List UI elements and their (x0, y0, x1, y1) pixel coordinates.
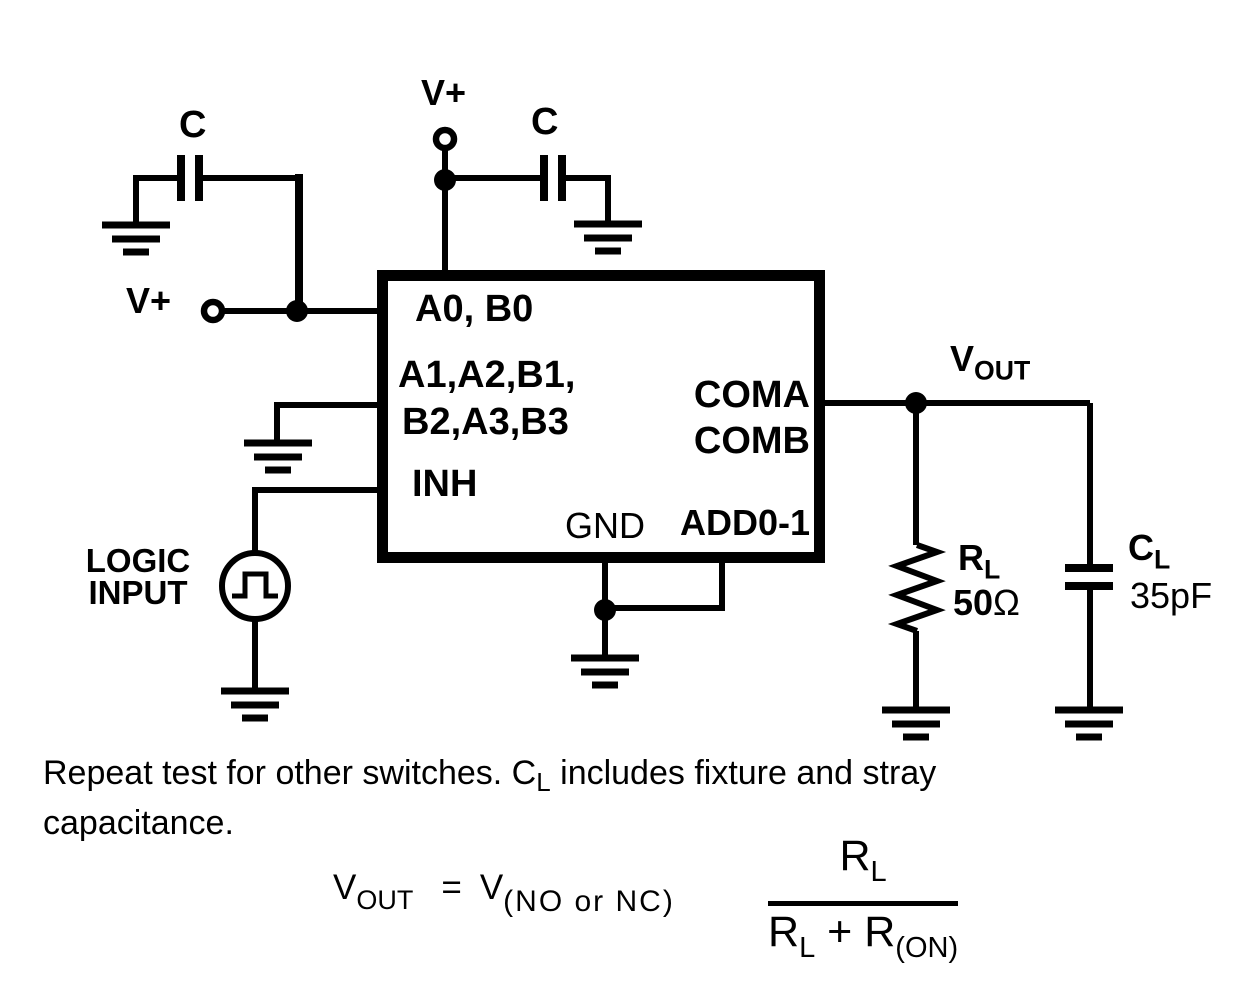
capacitor-symbol (544, 155, 562, 201)
cl-label: CL (1128, 530, 1170, 573)
ground-symbol (244, 443, 312, 470)
ground-symbol (574, 224, 642, 251)
ic-pin-a0b0: A0, B0 (415, 288, 534, 330)
formula-fraction: RL RL + R(ON) (768, 832, 959, 971)
cap-top-label: C (531, 101, 559, 143)
ohm-symbol: Ω (993, 582, 1020, 623)
ic-pin-coma: COMA (693, 374, 810, 416)
rl-name: R (958, 537, 984, 578)
cap-left-label: C (179, 104, 207, 146)
logic-input-line1: LOGIC (85, 542, 191, 579)
vout-sub: OUT (974, 355, 1031, 386)
rl-label: RL (958, 540, 1000, 583)
num-r: R (839, 832, 871, 880)
note-line1-sub: L (536, 767, 551, 797)
ic-pin-com: COMA COMB (688, 372, 810, 464)
ground-symbol (1055, 710, 1123, 737)
note-line2: capacitance. (43, 804, 234, 842)
ic-body (377, 270, 825, 563)
cl-name: C (1128, 527, 1154, 568)
ic-pin-inh: INH (412, 463, 478, 505)
ground-symbol (571, 658, 639, 685)
cl-sub: L (1154, 544, 1171, 575)
logic-input-line2: INPUT (88, 574, 188, 611)
note-line1-post: includes fixture and stray (550, 754, 937, 792)
pulse-source-icon (219, 550, 291, 622)
den-sub1: L (799, 932, 816, 964)
den-plus: + (827, 908, 853, 956)
logic-input-label: LOGIC INPUT (70, 542, 206, 611)
wires (133, 148, 1093, 708)
formula-lhs-v: V (333, 868, 357, 907)
den-r2: R (864, 908, 896, 956)
formula-main: VOUT=V(NO or NC) (333, 870, 675, 917)
rl-sub: L (984, 554, 1001, 585)
ground-symbol (221, 691, 289, 718)
vout-label: VOUT (950, 341, 1030, 384)
vout-v: V (950, 338, 975, 379)
formula-rhs-sub: (NO or NC) (503, 885, 675, 918)
formula-equals: = (441, 868, 462, 907)
vplus-left-label: V+ (126, 280, 172, 321)
terminal-circle (200, 126, 458, 324)
formula-lhs-sub: OUT (356, 885, 414, 915)
cl-value: 35pF (1130, 575, 1213, 616)
ground-symbol (882, 710, 950, 737)
num-sub: L (870, 856, 887, 888)
capacitor-symbol (1065, 564, 1113, 590)
fraction-numerator: RL (768, 832, 959, 906)
ic-pin-group-line1: A1,A2,B1, (398, 354, 576, 396)
ic-pin-gnd: GND (565, 505, 645, 546)
fraction-denominator: RL + R(ON) (768, 906, 958, 971)
resistor-symbol (887, 542, 947, 634)
capacitor-symbol (181, 155, 199, 201)
ic-pin-add: ADD0-1 (680, 502, 811, 543)
ic-pin-group-line2: B2,A3,B3 (402, 401, 569, 443)
junction-dot (286, 169, 927, 621)
vplus-top-label: V+ (421, 72, 467, 113)
ground-symbol (102, 225, 170, 252)
rl-value: 50Ω (953, 585, 1020, 621)
den-sub2: (ON) (895, 932, 959, 964)
note-line1-pre: Repeat test for other switches. C (43, 754, 537, 792)
note-line1: Repeat test for other switches. CL inclu… (43, 756, 936, 795)
ic-pin-comb: COMB (693, 420, 810, 462)
den-r1: R (768, 908, 800, 956)
rl-value-number: 50 (953, 582, 994, 623)
formula-rhs-v: V (479, 868, 504, 907)
